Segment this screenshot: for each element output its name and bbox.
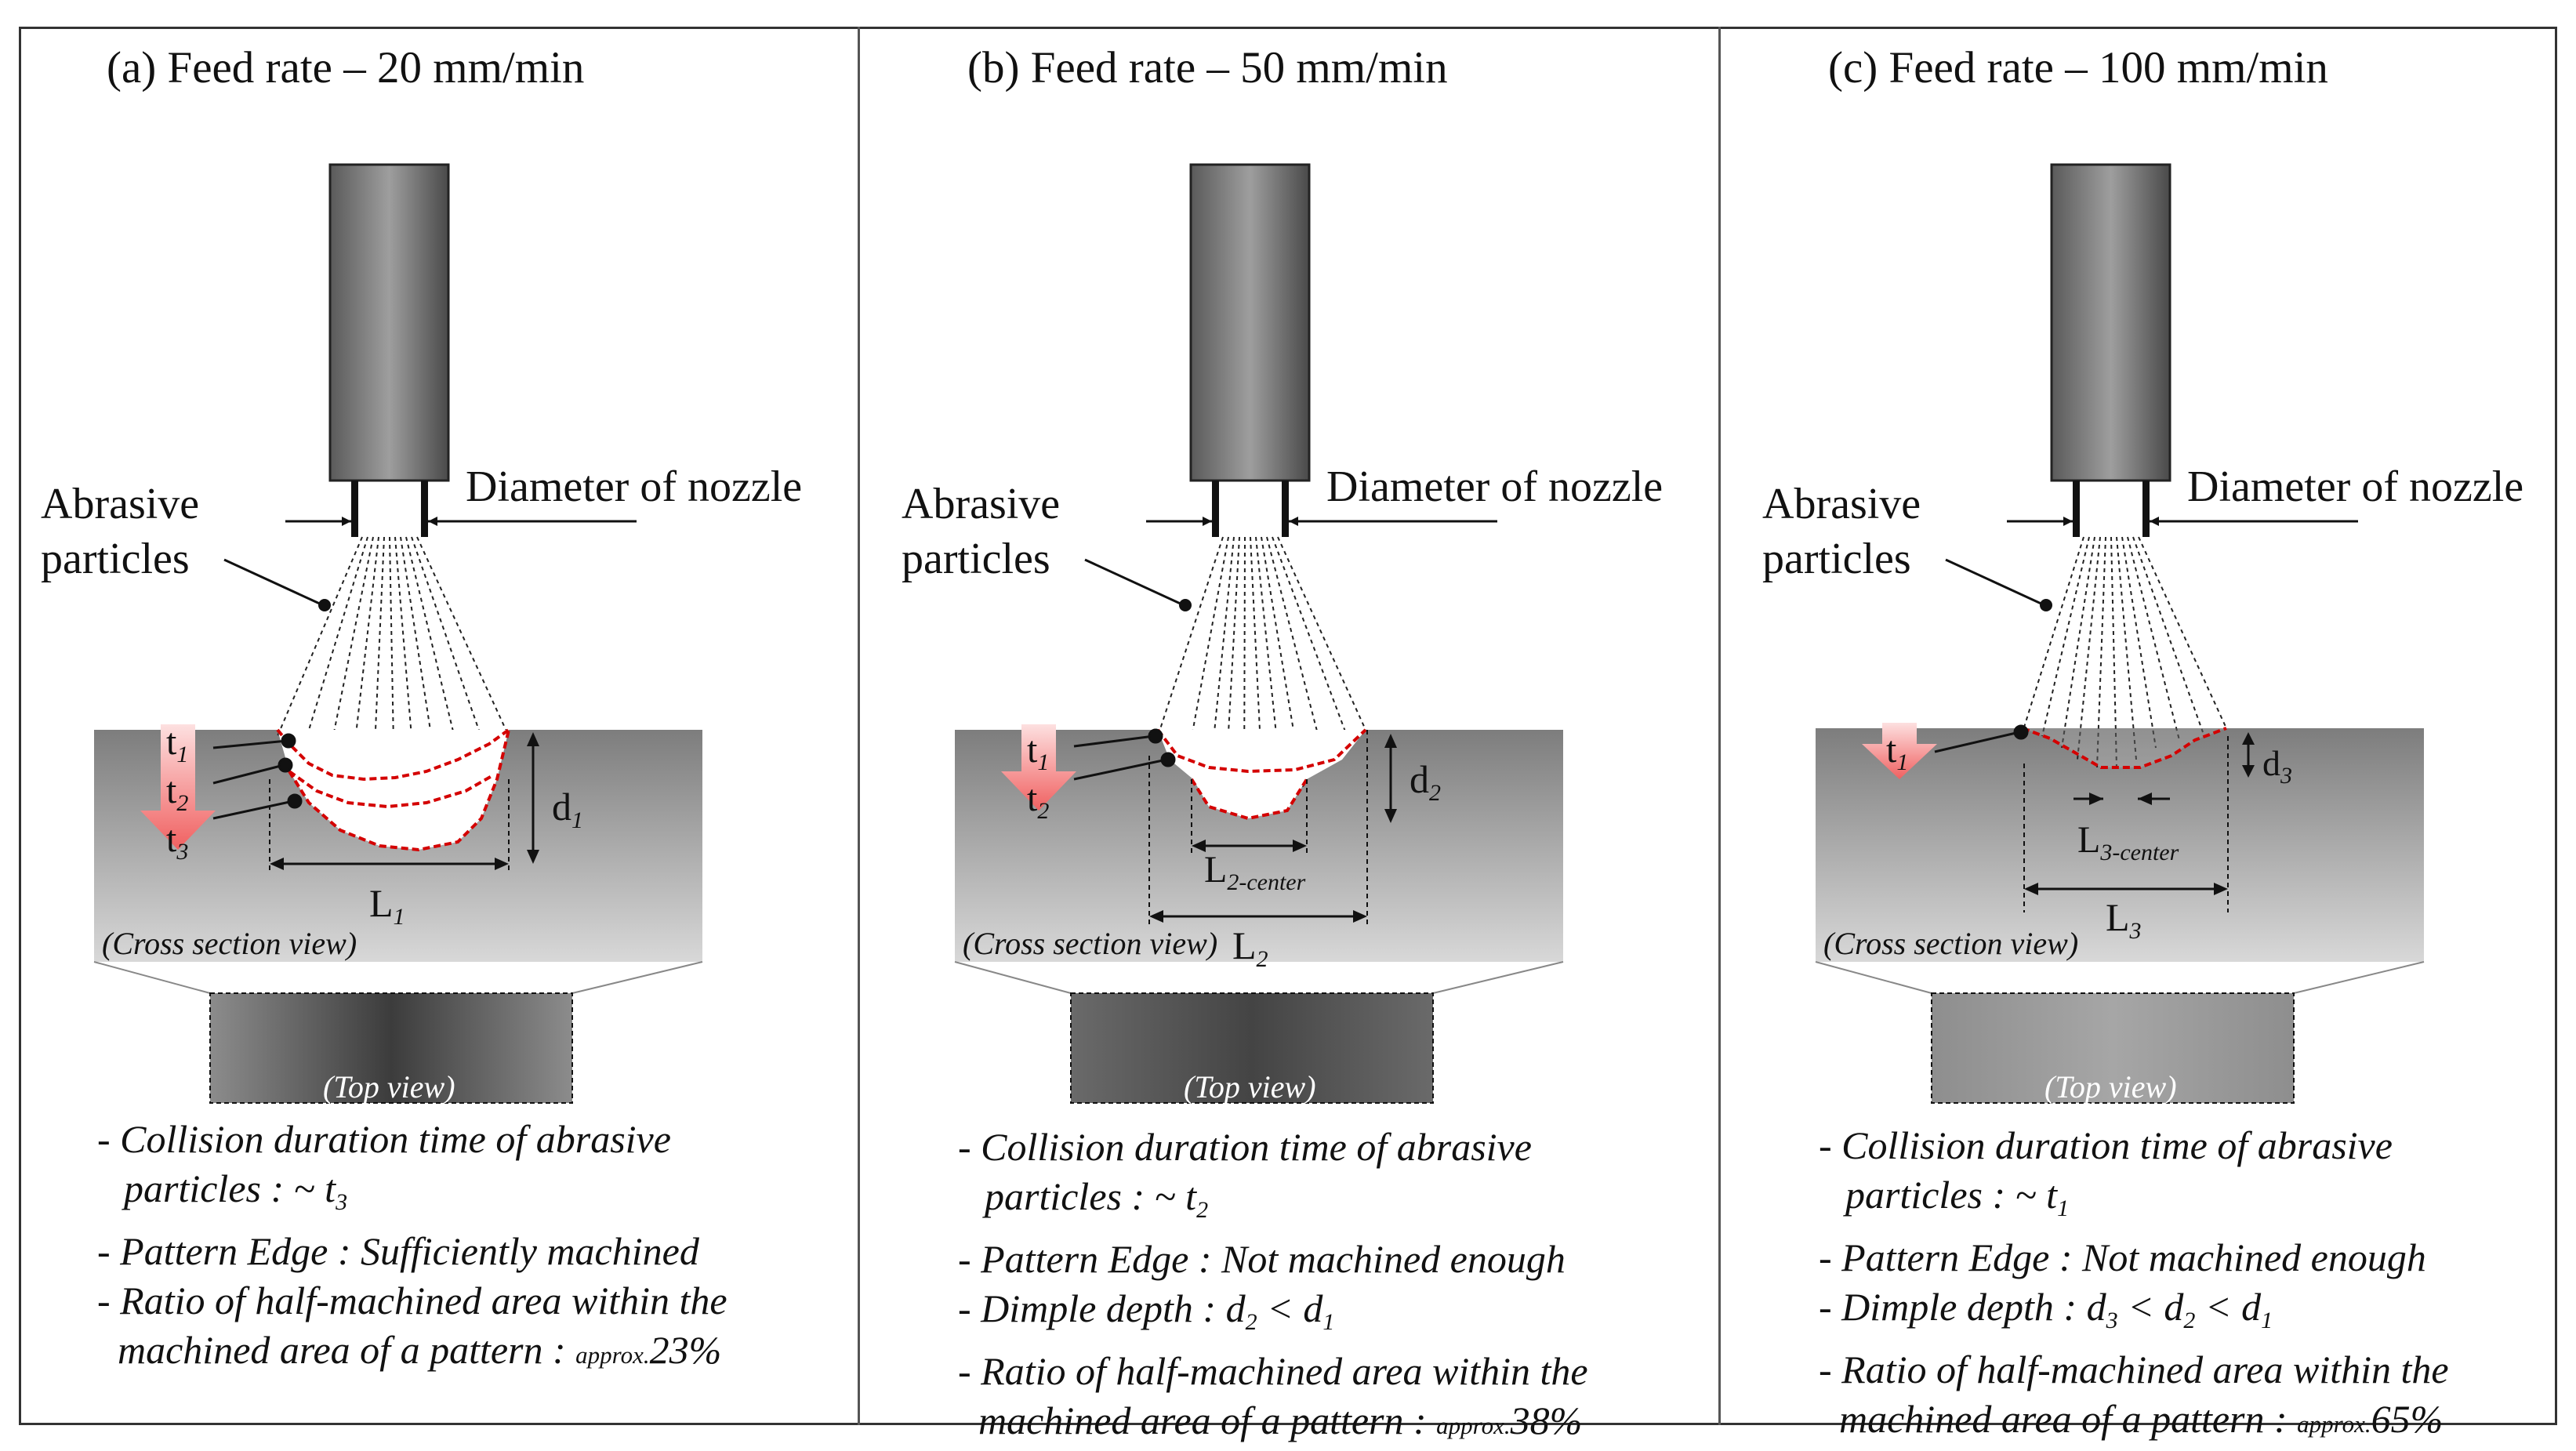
top-view-image xyxy=(1931,992,2295,1104)
observations: - Collision duration time of abrasive pa… xyxy=(958,1125,1588,1442)
machined-crater xyxy=(1158,730,1366,818)
nozzle-tip-right xyxy=(1282,481,1289,537)
cross-section-label: (Cross section view) xyxy=(963,926,1218,961)
cross-section-label: (Cross section view) xyxy=(102,926,357,961)
crater-edges xyxy=(276,728,510,852)
panel-divider xyxy=(858,27,860,1425)
top-view-label: (Top view) xyxy=(1184,1069,1316,1105)
top-view-image xyxy=(209,992,573,1104)
panel-divider xyxy=(1718,27,1721,1425)
nozzle xyxy=(1189,163,1311,482)
top-view-image xyxy=(1070,992,1434,1104)
center-length-label: L3-center xyxy=(2077,819,2179,866)
panel-b: (b) Feed rate – 50 mm/min xyxy=(880,27,1739,1442)
process-diagram xyxy=(954,163,1564,1104)
nozzle xyxy=(2050,163,2171,482)
nozzle-tip-left xyxy=(2073,481,2080,537)
time-labels: t1 xyxy=(1886,729,1909,776)
panel-title: (c) Feed rate – 100 mm/min xyxy=(1828,43,2328,93)
depth-label: d2 xyxy=(1410,757,1441,806)
time-labels: t1 t2 xyxy=(1027,729,1050,825)
center-length-label: L2-center xyxy=(1204,849,1306,896)
crater-edges xyxy=(2022,727,2227,769)
length-label: L1 xyxy=(369,881,405,930)
nozzle-tip-right xyxy=(421,481,428,537)
top-view-label: (Top view) xyxy=(323,1069,455,1105)
crater-edges xyxy=(1156,728,1367,821)
abrasive-spray xyxy=(2022,536,2227,768)
nozzle-label: Diameter of nozzle xyxy=(1326,463,1664,511)
panel-a: (a) Feed rate – 20 mm/min xyxy=(19,27,878,1425)
nozzle xyxy=(328,163,450,482)
panel-c: (c) Feed rate – 100 mm/min xyxy=(1740,27,2576,1441)
machined-crater xyxy=(278,730,509,850)
nozzle-label: Diameter of nozzle xyxy=(466,463,803,511)
length-label: L2 xyxy=(1232,923,1268,972)
panel-title: (b) Feed rate – 50 mm/min xyxy=(967,43,1448,93)
nozzle-label: Diameter of nozzle xyxy=(2187,463,2524,511)
workpiece-cross-section xyxy=(1816,728,2424,962)
nozzle-tip-left xyxy=(351,481,358,537)
observations: - Collision duration time of abrasive pa… xyxy=(1819,1123,2449,1441)
depth-label: d3 xyxy=(2262,743,2292,789)
process-diagram xyxy=(93,163,703,1104)
process-diagram xyxy=(1815,163,2425,1104)
nozzle-tip-left xyxy=(1212,481,1219,537)
time-labels: t1 t2 t3 xyxy=(166,721,189,865)
length-label: L3 xyxy=(2106,895,2142,944)
figure-frame xyxy=(19,27,2557,1425)
observations: - Collision duration time of abrasive pa… xyxy=(97,1117,727,1372)
machined-crater xyxy=(2023,728,2226,767)
depth-label: d1 xyxy=(552,785,583,833)
time-arrow xyxy=(1862,723,1937,779)
cross-section-label: (Cross section view) xyxy=(1823,926,2079,961)
time-arrow xyxy=(1001,724,1076,811)
panel-title: (a) Feed rate – 20 mm/min xyxy=(107,43,585,93)
time-arrow xyxy=(140,724,216,850)
nozzle-tip-right xyxy=(2142,481,2150,537)
top-view-label: (Top view) xyxy=(2044,1069,2177,1105)
